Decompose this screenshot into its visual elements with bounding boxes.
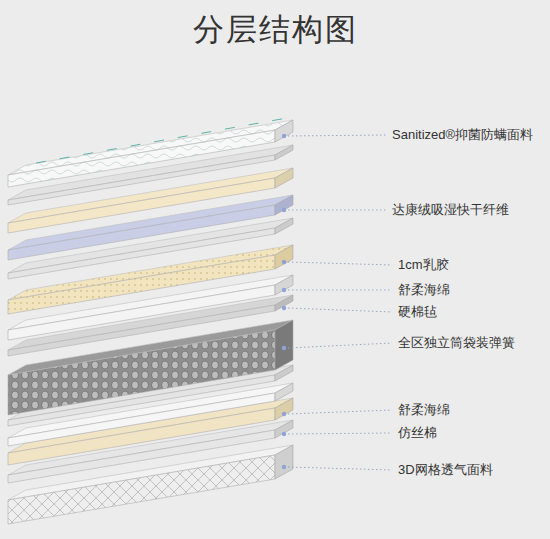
leader-line — [288, 262, 392, 265]
layer-side — [275, 145, 293, 160]
leader-dot — [282, 346, 286, 350]
leader-line — [288, 290, 392, 291]
layer-side — [275, 120, 293, 142]
layer-top — [8, 120, 293, 175]
leader-line — [288, 210, 386, 211]
leader-line — [288, 433, 392, 434]
layer-side — [275, 295, 293, 311]
layer-side — [275, 168, 293, 188]
layer-label: 舒柔海绵 — [398, 281, 450, 299]
leader-dot — [282, 134, 286, 138]
layer-side — [275, 245, 293, 269]
mattress-layer — [8, 245, 293, 314]
layer-side — [275, 383, 293, 401]
diagram-title: 分层结构图 — [0, 10, 550, 50]
layer-label: 全区独立筒袋装弹簧 — [398, 334, 515, 352]
layer-front-base — [8, 130, 275, 187]
leader-dot — [282, 306, 286, 310]
layer-label: 硬棉毡 — [398, 303, 437, 321]
layer-label: 3D网格透气面料 — [398, 461, 493, 479]
layer-side — [275, 320, 293, 370]
layer-label: 仿丝棉 — [398, 424, 437, 442]
layer-side — [275, 275, 293, 295]
fabric-stripe — [36, 118, 287, 163]
layer-side — [275, 218, 293, 234]
leader-line — [288, 343, 392, 348]
leader-dot — [282, 432, 286, 436]
layer-label: 达康绒吸湿快干纤维 — [392, 201, 509, 219]
mattress-layer — [8, 118, 293, 187]
layer-label: Sanitized®抑菌防螨面料 — [392, 126, 533, 144]
leader-dot — [282, 465, 286, 469]
leader-line — [288, 308, 392, 312]
leader-line — [288, 410, 392, 414]
leader-dot — [282, 288, 286, 292]
layer-side — [275, 445, 293, 479]
layer-side — [275, 420, 293, 438]
leader-line — [288, 135, 386, 136]
leader-dot — [282, 260, 286, 264]
layer-label: 1cm乳胶 — [398, 256, 449, 274]
layer-front — [8, 130, 275, 187]
mattress-layer — [8, 320, 293, 415]
leader-line — [288, 467, 392, 470]
layer-texture — [8, 120, 293, 175]
layer-label: 舒柔海绵 — [398, 401, 450, 419]
layer-side — [275, 398, 293, 420]
leader-dot — [282, 412, 286, 416]
layer-side — [275, 195, 293, 215]
leader-dot — [282, 208, 286, 212]
